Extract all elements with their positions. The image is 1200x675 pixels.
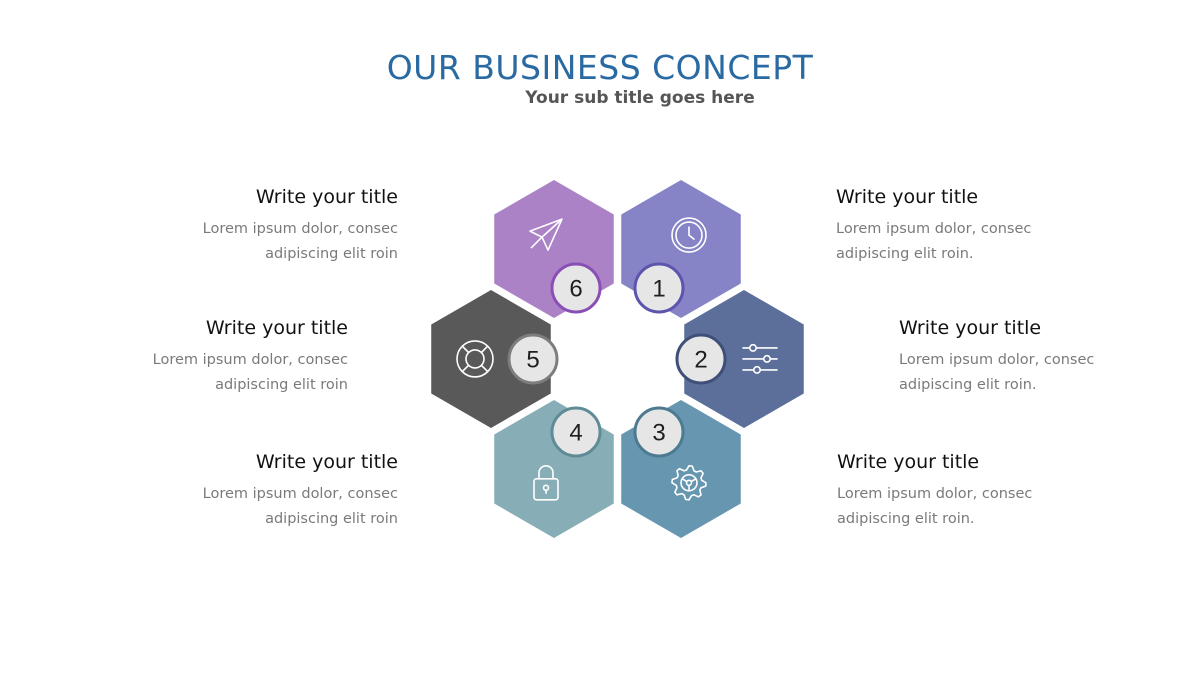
ring-arc-1 [621,297,680,318]
segment-6-desc-line2: adipiscing elit roin [265,246,398,262]
segment-3-desc-line2: adipiscing elit roin. [837,511,975,527]
number-badge-5 [507,333,559,385]
segment-4-title: Write your title [255,451,398,473]
number-badge-1 [633,262,685,314]
segment-1-desc-line1: Lorem ipsum dolor, consec [836,221,1032,237]
page-title: OUR BUSINESS CONCEPT [386,48,814,87]
ring-arc-6 [555,297,614,318]
segment-number-1: 1 [652,276,665,303]
number-badge-2 [675,333,727,385]
hexagon-5 [431,290,551,428]
ring-arc-3 [621,400,680,422]
number-badge-6 [550,262,602,314]
segment-6-desc-line1: Lorem ipsum dolor, consec [202,221,398,237]
segment-5-desc-line2: adipiscing elit roin [215,377,348,393]
segment-5-title: Write your title [205,317,348,339]
paper-plane-icon [529,218,563,251]
segment-2: 2 [580,290,804,428]
segment-2-desc-line2: adipiscing elit roin. [899,377,1037,393]
segment-number-3: 3 [652,420,665,447]
page-subtitle: Your sub title goes here [525,88,755,108]
segment-4: 4 [494,400,614,538]
segment-5-text: Write your title Lorem ipsum dolor, cons… [48,317,348,398]
segment-1: 1 [621,180,741,318]
segment-number-2: 2 [694,347,707,374]
segment-4-desc-line1: Lorem ipsum dolor, consec [202,486,398,502]
segment-3: 3 [621,400,741,538]
sliders-icon [742,343,778,374]
segment-3-text: Write your title Lorem ipsum dolor, cons… [837,451,1137,532]
gear-icon [671,464,707,501]
ring-arc-5 [580,322,656,398]
segment-1-desc-line2: adipiscing elit roin. [836,246,974,262]
segment-3-desc-line1: Lorem ipsum dolor, consec [837,486,1033,502]
number-badge-4 [550,406,602,458]
segment-6-title: Write your title [255,186,398,208]
segment-3-title: Write your title [837,451,980,473]
segment-2-title: Write your title [899,317,1042,339]
segment-2-text: Write your title Lorem ipsum dolor, cons… [899,317,1199,398]
number-badge-3 [633,406,685,458]
segment-5: 5 [431,290,656,428]
segment-number-6: 6 [569,276,582,303]
segment-number-5: 5 [526,347,539,374]
segment-4-text: Write your title Lorem ipsum dolor, cons… [98,451,398,532]
segment-number-4: 4 [569,420,582,447]
segment-5-desc-line1: Lorem ipsum dolor, consec [152,352,348,368]
lock-icon [533,465,559,501]
clock-icon [671,217,707,253]
segment-6-text: Write your title Lorem ipsum dolor, cons… [98,186,398,267]
segment-4-desc-line2: adipiscing elit roin [265,511,398,527]
segment-1-text: Write your title Lorem ipsum dolor, cons… [836,186,1136,267]
ring-arc-2 [580,322,656,398]
segment-1-title: Write your title [836,186,979,208]
segment-6: 6 [494,180,614,318]
lifebuoy-icon [456,340,494,378]
segment-2-desc-line1: Lorem ipsum dolor, consec [899,352,1095,368]
ring-arc-4 [555,400,614,422]
